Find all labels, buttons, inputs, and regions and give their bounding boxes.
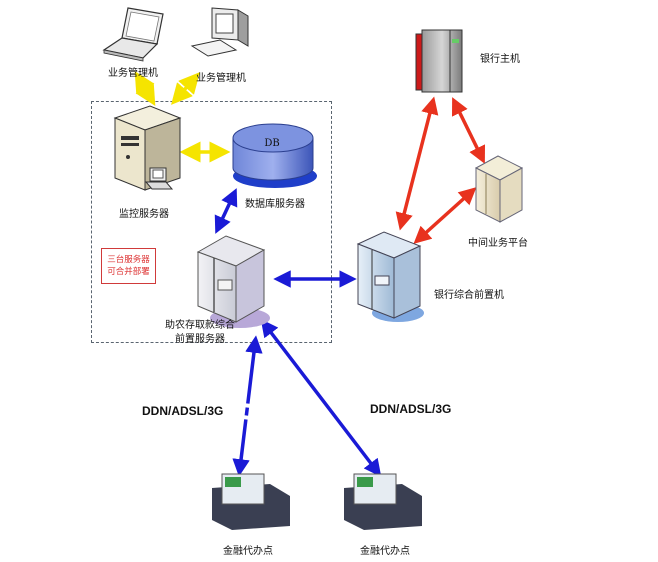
middle-platform-label: 中间业务平台: [468, 238, 528, 249]
front-server-label-line1: 助农存取款综合: [165, 320, 235, 331]
bank-host-label: 银行主机: [480, 54, 520, 65]
pos-terminal-icon-2: [344, 473, 422, 530]
monitor-server-label: 监控服务器: [119, 209, 169, 220]
database-icon: DB: [232, 123, 317, 188]
agent-point-1-label: 金融代办点: [223, 546, 273, 557]
tower-server-icon: [113, 105, 182, 191]
edge-front-agent1: [232, 335, 263, 477]
agent-point-2-label: 金融代办点: [360, 546, 410, 557]
edges: [134, 70, 486, 477]
server-group-boundary: [91, 101, 332, 343]
edge-host-bankfront: [395, 96, 439, 231]
edge-desktop-monitor: [171, 72, 200, 105]
db-glyph: DB: [264, 138, 279, 149]
middle-platform-icon: [474, 155, 524, 223]
link-label-1: DDN/ADSL/3G: [142, 404, 224, 418]
bank-front-icon: [356, 231, 424, 322]
edge-front-agent2: [260, 319, 382, 477]
bank-front-label: 银行综合前置机: [434, 290, 504, 301]
note-line2: 可合并部署: [107, 267, 150, 277]
link-label-2: DDN/ADSL/3G: [370, 402, 452, 416]
edge-host-middle: [451, 97, 486, 164]
note-line1: 三台服务器: [107, 255, 150, 265]
mainframe-icon: [415, 29, 463, 93]
mgmt-desktop-label: 业务管理机: [196, 73, 246, 84]
edge-laptop-monitor: [134, 70, 156, 107]
edge-middle-bankfront: [413, 187, 477, 244]
merge-deployment-note: 三台服务器 可合并部署: [101, 248, 156, 284]
laptop-icon: [102, 7, 164, 62]
front-server-label-line2: 前置服务器: [175, 334, 225, 345]
mgmt-laptop-label: 业务管理机: [108, 68, 158, 79]
pos-terminal-icon-1: [212, 473, 290, 530]
front-server-icon: [196, 235, 270, 328]
edge-db-front: [214, 188, 238, 234]
db-server-label: 数据库服务器: [245, 199, 305, 210]
desktop-computer-icon: [190, 7, 249, 57]
